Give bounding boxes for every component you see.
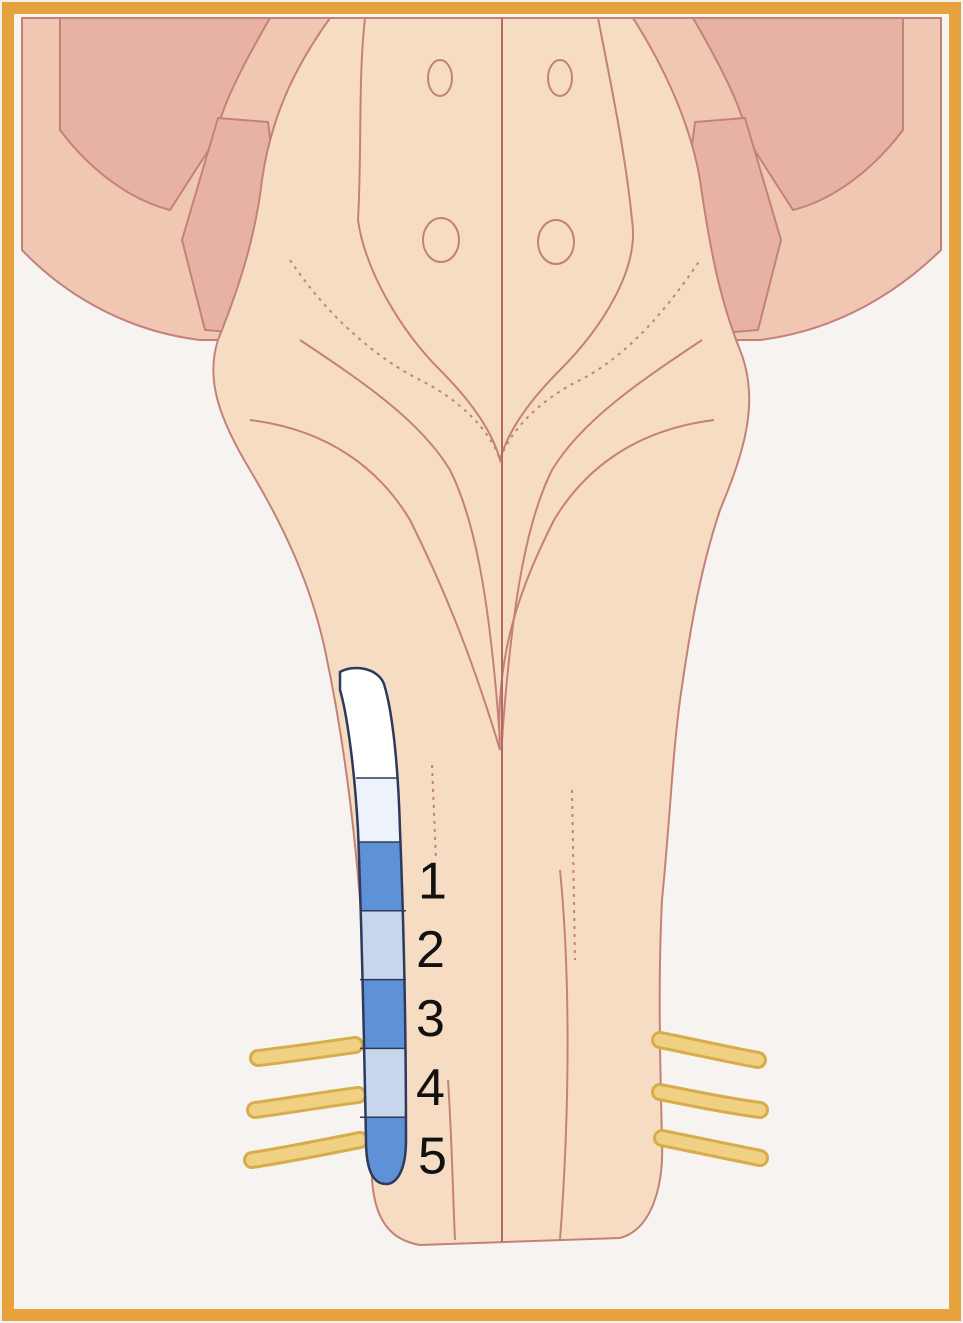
segment-label-5: 5 — [418, 1128, 447, 1186]
segment-label-2: 2 — [416, 921, 445, 979]
segment-label-1: 1 — [418, 852, 447, 910]
segment-label-4: 4 — [416, 1059, 445, 1117]
segment-label-3: 3 — [416, 990, 445, 1048]
